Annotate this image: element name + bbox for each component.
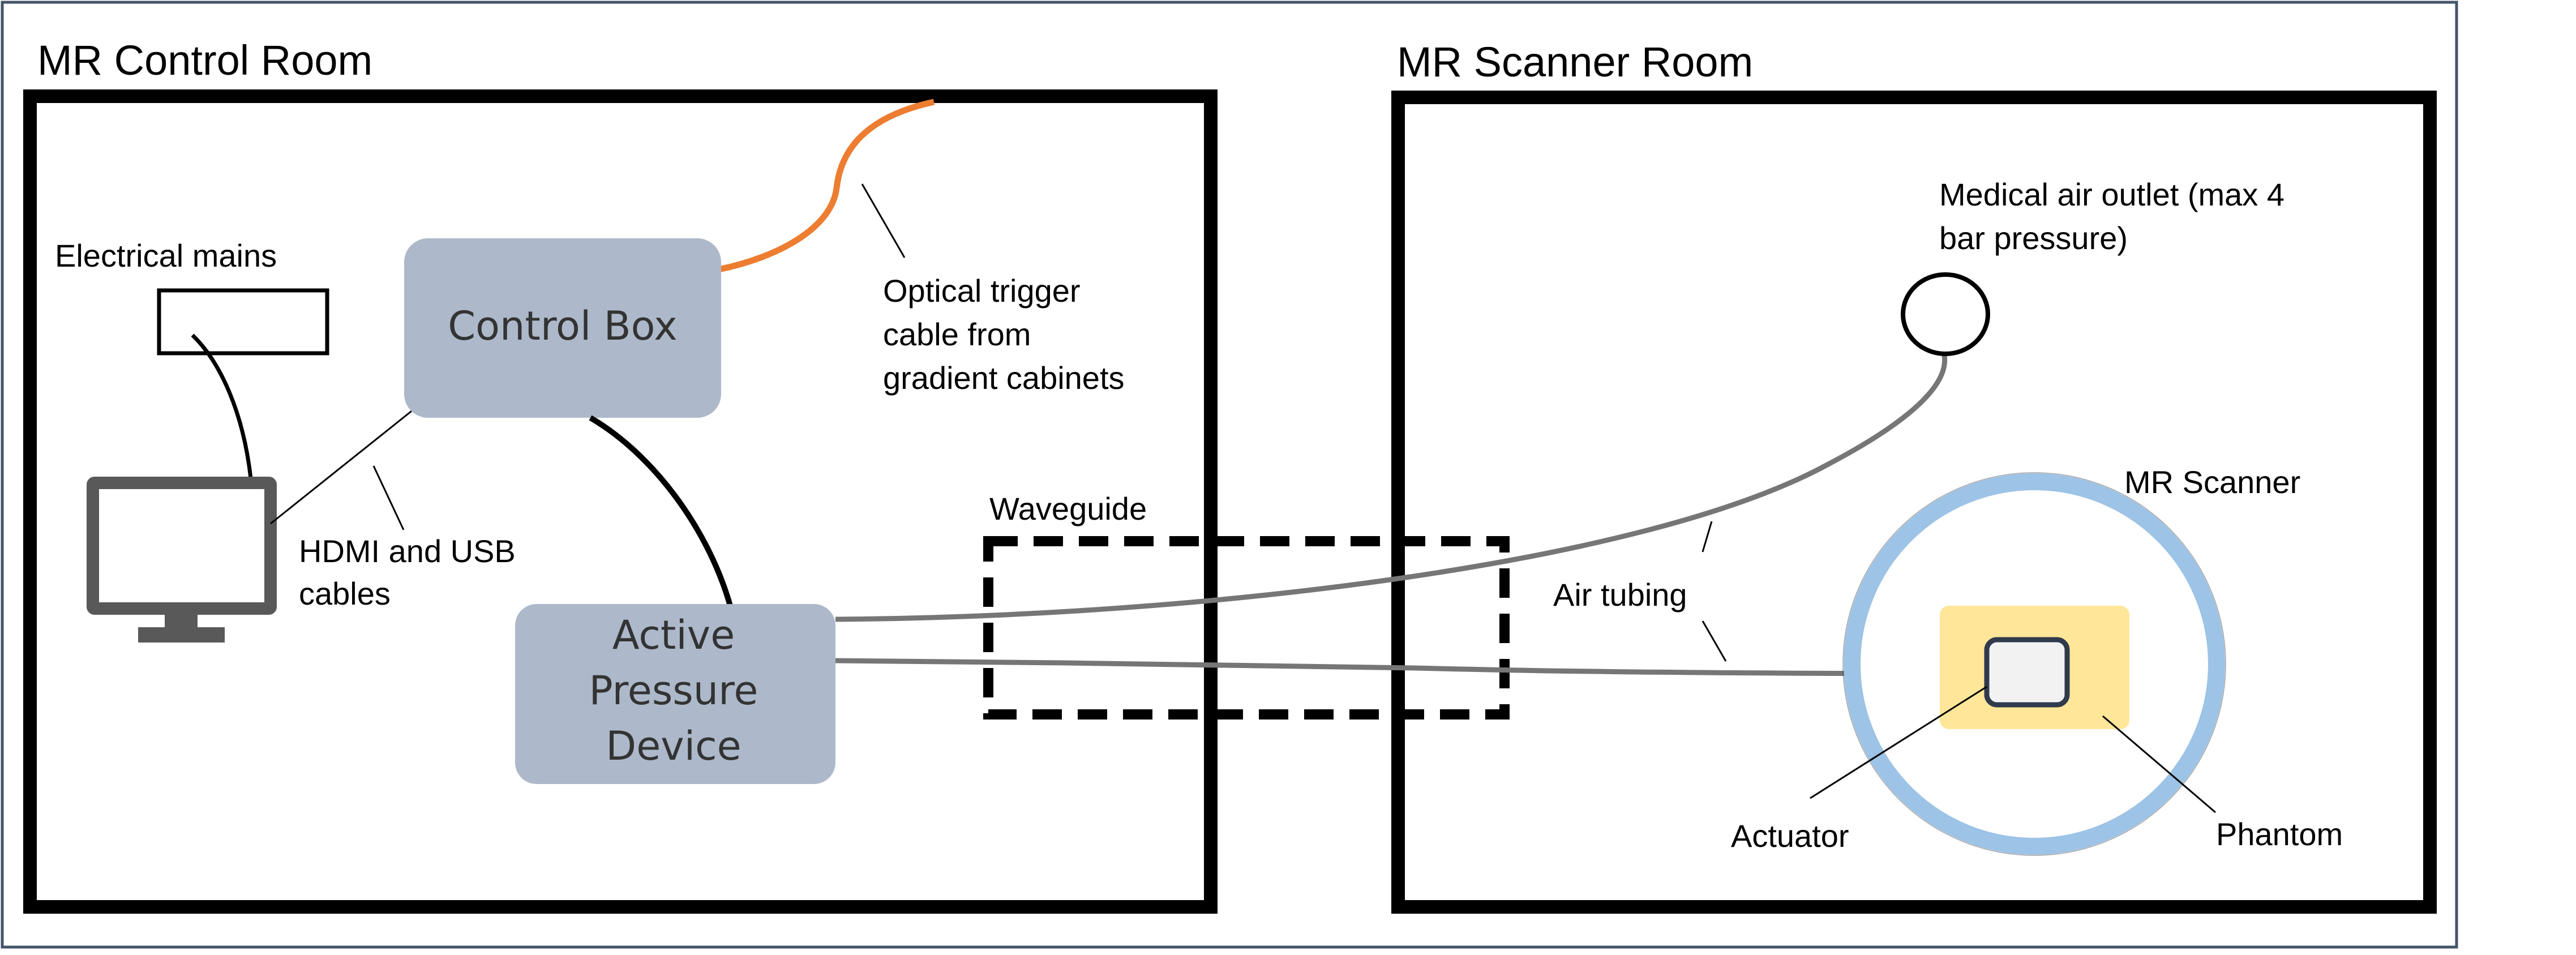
medical-air-outlet xyxy=(1901,272,1990,356)
medical-air-label-line2: bar pressure) xyxy=(1939,220,2128,256)
electrical-mains-socket xyxy=(157,288,329,356)
device-label-line3: Device xyxy=(606,723,741,769)
optical-trigger-cable xyxy=(712,99,935,274)
control-room-box xyxy=(23,89,1218,914)
hdmi-usb-leader xyxy=(372,465,405,530)
optical-trigger-label-line1: Optical trigger xyxy=(883,273,1081,309)
air-tubing-label: Air tubing xyxy=(1553,577,1687,613)
medical-air-label-line1: Medical air outlet (max 4 xyxy=(1939,177,2284,212)
outer-frame xyxy=(1,1,2458,949)
air-tubing-actuator xyxy=(835,658,1987,676)
actuator xyxy=(1984,637,2070,708)
actuator-leader xyxy=(1810,686,1987,799)
mr-scanner-label: MR Scanner xyxy=(2124,464,2300,500)
device-label-line1: Active xyxy=(612,612,735,658)
scanner-room-title: MR Scanner Room xyxy=(1397,38,1753,85)
mr-scanner-outer-edge xyxy=(1842,472,2226,856)
hdmi-usb-label-line2: cables xyxy=(299,576,391,611)
phantom-leader xyxy=(2102,715,2216,813)
optical-trigger-label-line3: gradient cabinets xyxy=(883,360,1125,396)
control-room-title: MR Control Room xyxy=(37,37,372,84)
optical-trigger-label-line2: cable from xyxy=(883,316,1031,352)
scanner-room-box xyxy=(1391,91,2437,914)
air-tubing-supply xyxy=(835,355,1948,622)
control-to-device-cable xyxy=(589,415,733,607)
waveguide-label: Waveguide xyxy=(989,491,1147,526)
phantom-label: Phantom xyxy=(2216,816,2343,852)
device-label-line2: Pressure xyxy=(589,667,758,714)
active-pressure-device xyxy=(515,604,835,784)
actuator-label: Actuator xyxy=(1731,818,1849,854)
hdmi-usb-cable xyxy=(270,408,414,525)
hdmi-usb-label-line1: HDMI and USB xyxy=(299,533,516,569)
mains-power-cable xyxy=(191,333,253,479)
air-tubing-leader-upper xyxy=(1701,521,1713,553)
control-box xyxy=(404,238,721,418)
control-box-label: Control Box xyxy=(448,303,677,349)
air-tubing-leader-lower xyxy=(1701,620,1727,662)
monitor-icon xyxy=(87,477,277,643)
optical-trigger-leader xyxy=(861,183,906,258)
electrical-mains-label: Electrical mains xyxy=(55,238,277,273)
waveguide-box xyxy=(983,536,1510,720)
